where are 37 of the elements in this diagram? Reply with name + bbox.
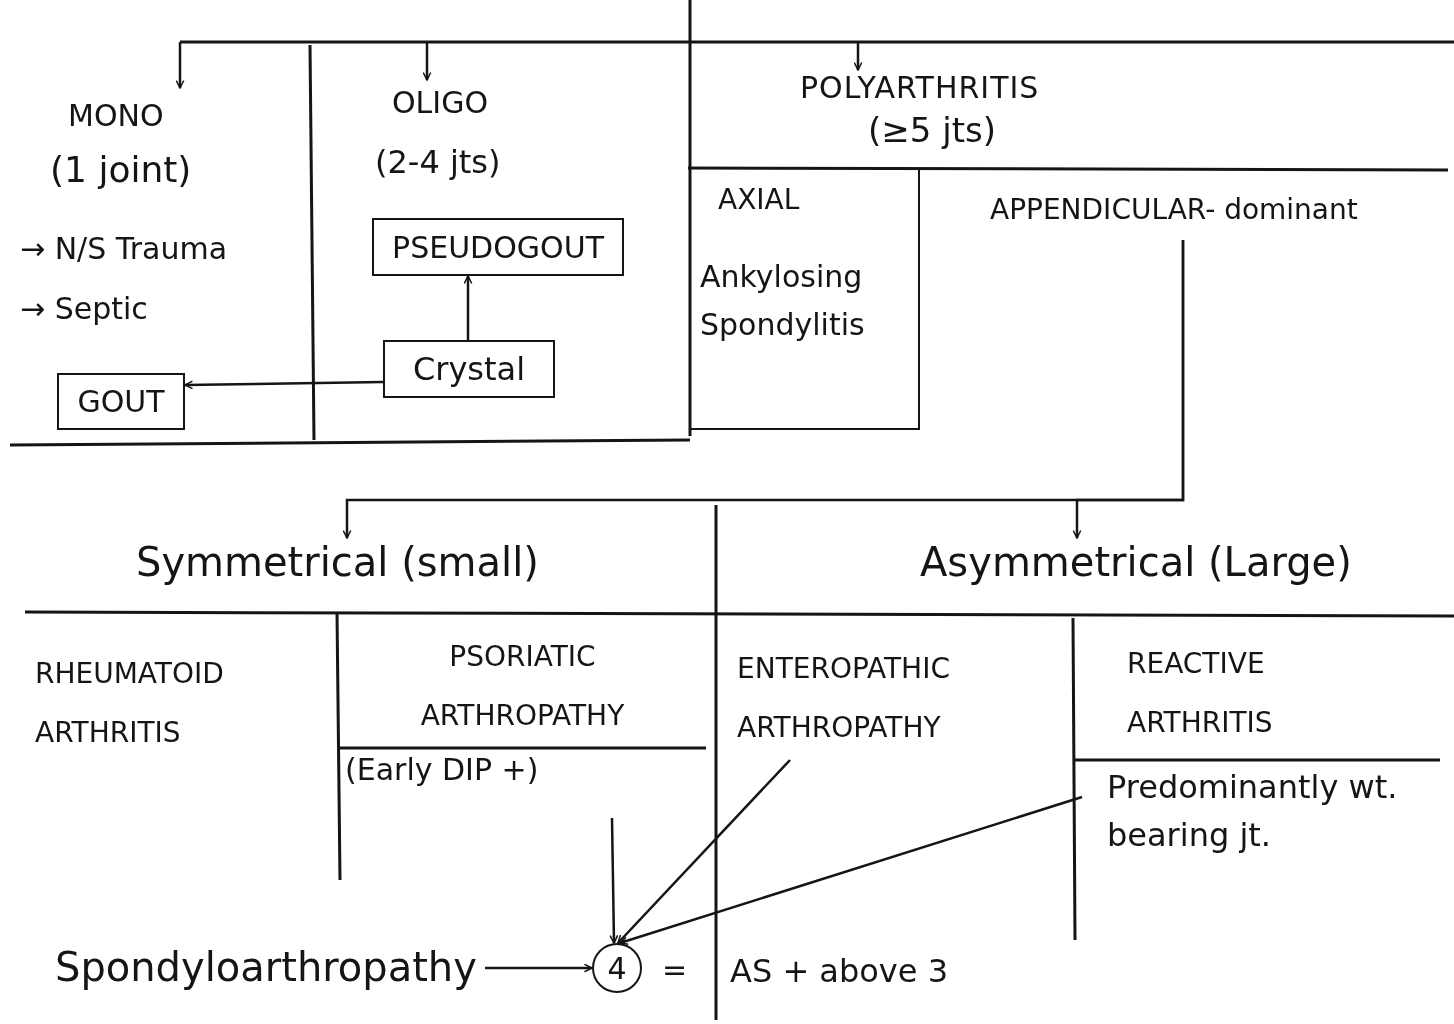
handwritten-text: AS + above 3 bbox=[730, 952, 948, 991]
handwritten-text: OLIGO bbox=[392, 85, 489, 121]
handwritten-text: → N/S Trauma bbox=[20, 231, 228, 268]
arrow bbox=[184, 380, 383, 390]
handwritten-text: PSORIATIC ARTHROPATHY bbox=[419, 639, 626, 734]
handwritten-text: RHEUMATOID ARTHRITIS bbox=[35, 656, 225, 751]
arrow bbox=[853, 42, 863, 71]
arrow bbox=[609, 817, 619, 944]
arrow bbox=[175, 42, 185, 89]
handwritten-text: Predominantly wt. bearing jt. bbox=[1107, 766, 1399, 856]
handwritten-text: APPENDICULAR- dominant bbox=[990, 193, 1358, 227]
arrow bbox=[463, 275, 473, 340]
boxed-term: GOUT bbox=[57, 373, 185, 430]
handwritten-text: Symmetrical (small) bbox=[136, 538, 539, 586]
handwritten-text: (Early DIP +) bbox=[345, 751, 539, 788]
boxed-term: PSEUDOGOUT bbox=[372, 218, 624, 276]
handwritten-text: (≥5 jts) bbox=[868, 110, 996, 151]
handwritten-text: MONO bbox=[68, 98, 164, 134]
arrow bbox=[485, 963, 593, 973]
handwritten-text: Asymmetrical (Large) bbox=[920, 538, 1352, 586]
table-cell bbox=[690, 168, 920, 430]
handwritten-text: Spondyloarthropathy bbox=[55, 943, 477, 991]
handwritten-text: Ankylosing Spondylitis bbox=[700, 257, 866, 344]
arrow bbox=[422, 42, 432, 81]
handwritten-text: → Septic bbox=[20, 291, 148, 328]
arrow bbox=[1072, 240, 1185, 539]
arrow bbox=[617, 759, 791, 944]
handwritten-text: (2-4 jts) bbox=[375, 143, 501, 182]
handwritten-text: (1 joint) bbox=[50, 148, 192, 192]
handwritten-text: REACTIVE ARTHRITIS bbox=[1127, 646, 1274, 741]
handwritten-text: POLYARTHRITIS bbox=[800, 70, 1040, 106]
arrow bbox=[619, 795, 1083, 946]
boxed-term: Crystal bbox=[383, 340, 555, 398]
handwritten-text: = bbox=[662, 952, 688, 988]
handwritten-text: ENTEROPATHIC ARTHROPATHY bbox=[737, 651, 951, 746]
circled-number: 4 bbox=[592, 943, 642, 993]
handwritten-text: AXIAL bbox=[718, 183, 800, 217]
